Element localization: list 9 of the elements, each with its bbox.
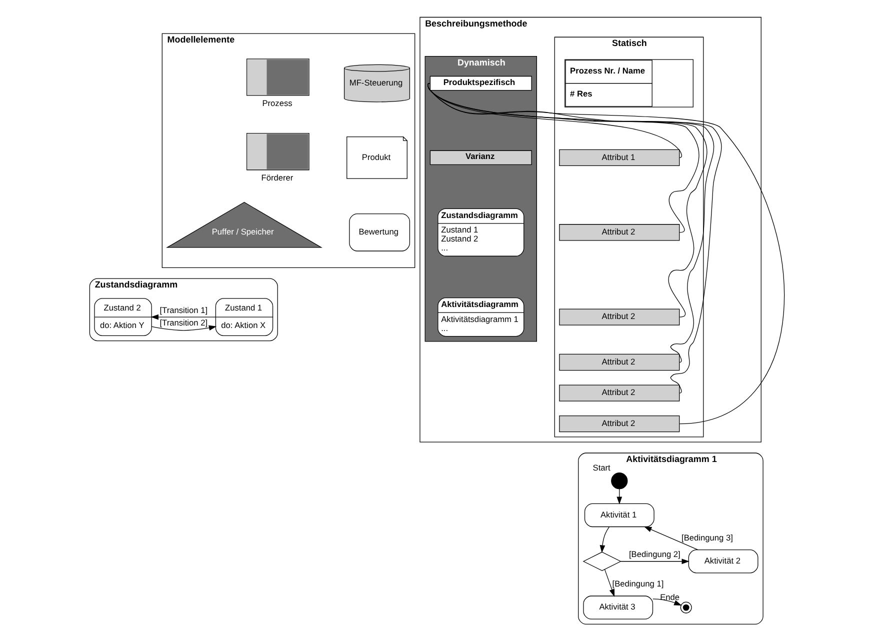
edge-label: [Transition 1] <box>160 304 208 315</box>
node-label: Prozess <box>262 98 292 108</box>
node-label: Start <box>592 462 610 473</box>
edge-label: [Bedingung 1] <box>612 578 664 589</box>
edge-label: [Bedingung 2] <box>628 549 680 560</box>
edge-label: [Transition 2] <box>160 318 208 328</box>
node-label: Förderer <box>261 172 294 182</box>
edge-label: [Bedingung 3] <box>682 532 733 542</box>
node-label: Ende <box>660 592 680 602</box>
